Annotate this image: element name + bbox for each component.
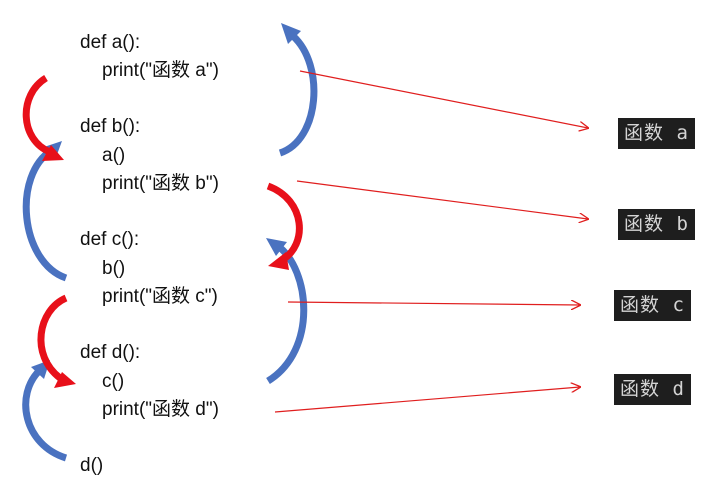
output-box-a: 函数 a [618, 118, 695, 149]
print-b-line: print("函数 b") [102, 173, 219, 194]
output-box-c: 函数 c [614, 290, 691, 321]
call-b-line: b() [102, 258, 126, 279]
def-d-line: def d(): [80, 342, 141, 363]
print-c-line: print("函数 c") [102, 286, 218, 307]
call-d-line: d() [80, 455, 104, 476]
output-line-d [274, 387, 580, 413]
return-arrow-c [22, 141, 68, 282]
return-arrow-a [278, 23, 318, 157]
def-b-line: def b(): [80, 116, 141, 137]
call-arrow-d-to-c [37, 294, 76, 388]
print-a-line: print("函数 a") [102, 60, 219, 81]
call-arrow-c-to-b [266, 182, 303, 270]
call-a-line: a() [102, 145, 126, 166]
call-c-line: c() [102, 371, 125, 392]
call-arrow-b-to-a [22, 75, 64, 161]
def-a-line: def a(): [80, 32, 141, 53]
print-d-line: print("函数 d") [102, 399, 219, 420]
output-line-a [299, 70, 588, 128]
output-line-c [287, 302, 580, 305]
def-c-line: def c(): [80, 229, 140, 250]
output-line-b [296, 180, 588, 219]
output-box-d: 函数 d [614, 374, 691, 405]
output-box-b: 函数 b [618, 209, 695, 240]
